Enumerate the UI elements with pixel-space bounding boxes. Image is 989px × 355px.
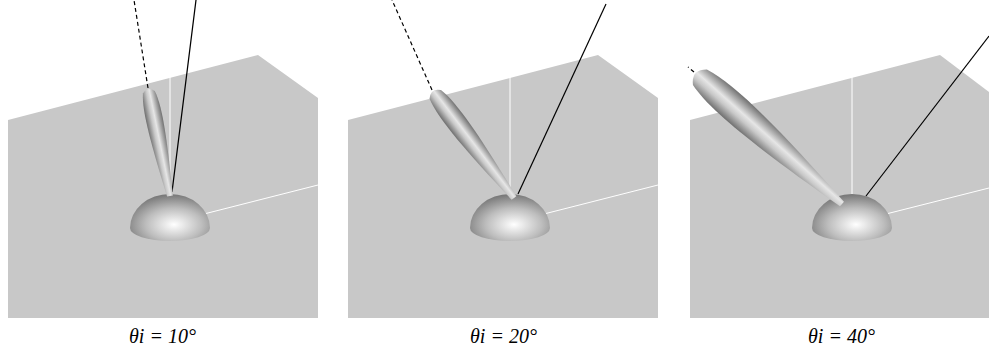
incident-ray [172, 0, 196, 192]
brdf-panel [8, 0, 318, 318]
surface-plane [348, 55, 658, 318]
reflection-ray [134, 0, 148, 88]
reflection-ray [688, 67, 694, 72]
angle-label: θi = 20° [470, 325, 537, 348]
reflection-ray [392, 0, 432, 90]
incident-ray [866, 36, 989, 196]
tangent-line [882, 188, 989, 215]
brdf-panel [348, 0, 658, 318]
diffuse-hemisphere [130, 194, 210, 241]
surface-plane [8, 55, 318, 318]
normal-line [510, 0, 511, 198]
incident-ray [518, 4, 606, 194]
specular-lobe [425, 85, 522, 204]
specular-lobe [140, 87, 178, 197]
specular-lobe [686, 62, 852, 214]
tangent-line [200, 185, 318, 215]
normal-line [852, 0, 853, 198]
brdf-panel [686, 0, 989, 318]
angle-label: θi = 10° [129, 325, 196, 348]
angle-label: θi = 40° [808, 325, 875, 348]
diffuse-hemisphere [812, 194, 892, 241]
diffuse-hemisphere [470, 194, 550, 241]
tangent-line [540, 185, 658, 215]
